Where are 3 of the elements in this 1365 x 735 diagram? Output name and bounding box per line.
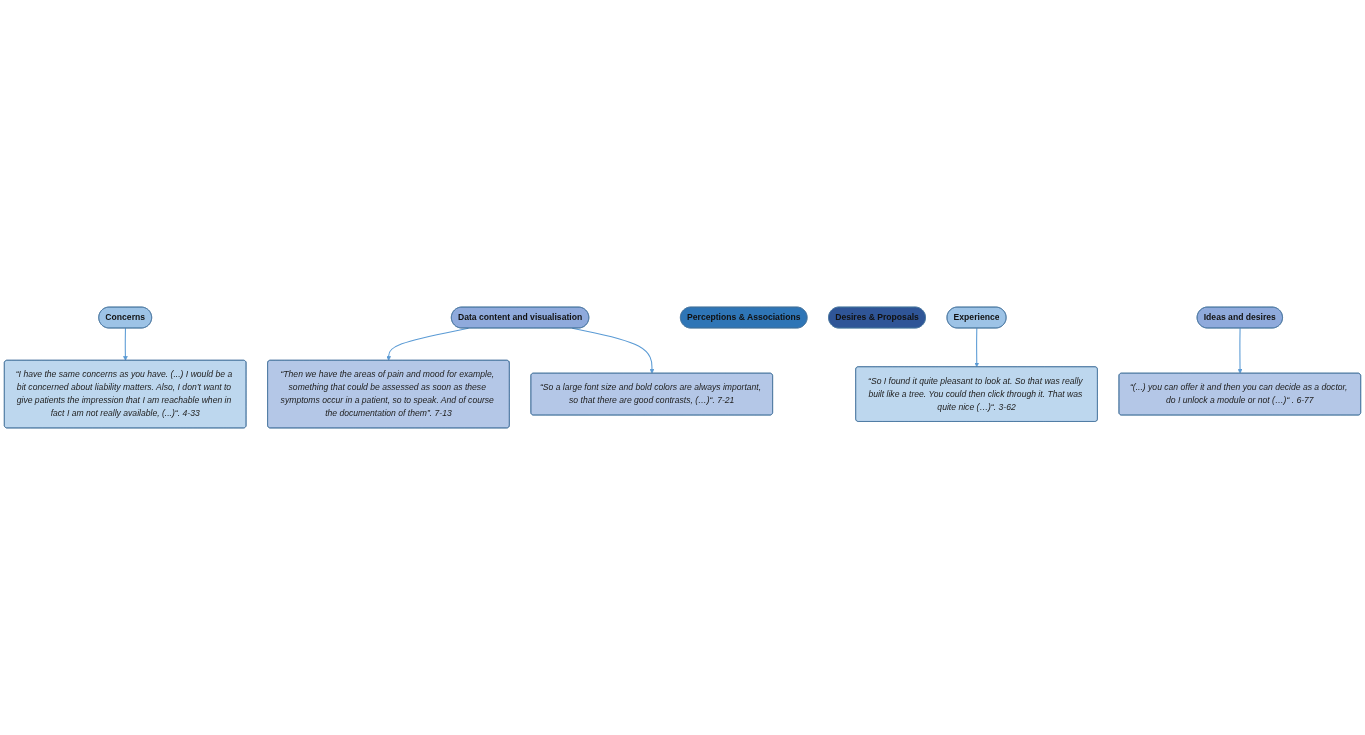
arrow bbox=[123, 327, 128, 361]
arrow bbox=[974, 327, 980, 368]
arrow bbox=[1237, 327, 1243, 374]
